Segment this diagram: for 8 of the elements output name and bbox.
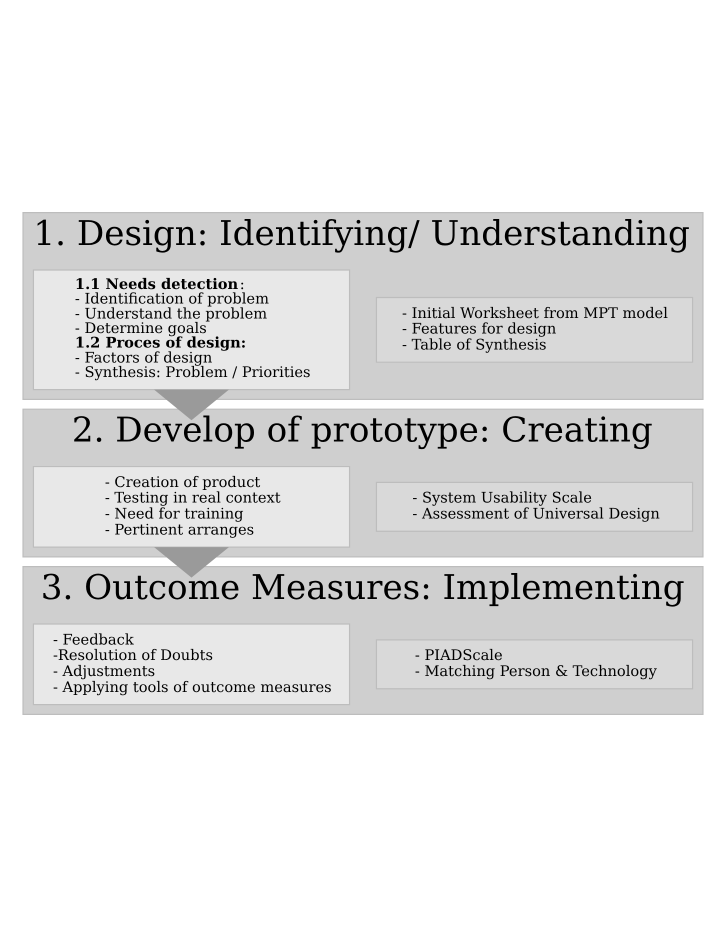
node-box: - Initial Worksheet from MPT model - Features for design - Table of Synthesis — [376, 296, 694, 363]
node-box: - Creation of product - Testing in real context - Need for training - Pertinent arranges — [32, 466, 350, 548]
node-box: 1.1 Needs detection: - Identification of problem - Understand the problem - Determine goals 1.2 Proces of design: - Factors of design - Synthesis: Problem / Priorities — [32, 269, 350, 390]
node-box: - PIADScale - Matching Person & Technology — [376, 639, 694, 690]
arrow — [154, 390, 229, 420]
arrow — [154, 547, 229, 578]
node-box: - System Usability Scale - Assessment of Universal Design — [376, 482, 694, 532]
node-box: - Feedback -Resolution of Doubts - Adjustments - Applying tools of outcome measures — [32, 623, 350, 706]
